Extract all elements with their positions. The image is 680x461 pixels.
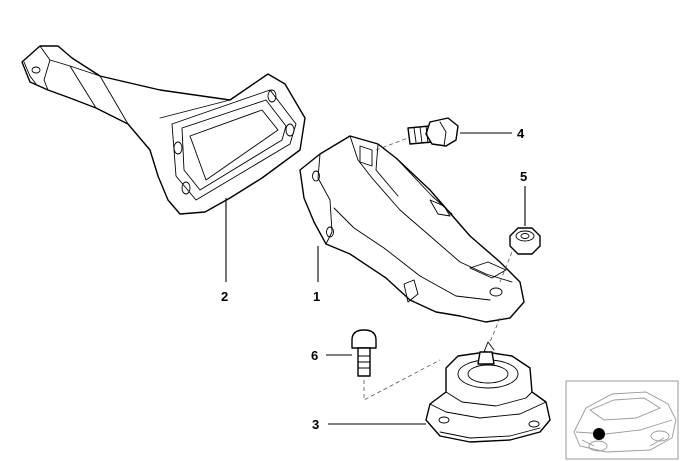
vehicle-location-thumbnail — [565, 380, 679, 460]
car-location-icon — [573, 391, 677, 453]
callout-5: 5 — [520, 169, 527, 184]
callout-4: 4 — [517, 126, 525, 141]
callout-6: 6 — [311, 348, 318, 363]
bolt-part-4 — [407, 117, 459, 147]
engine-location-marker — [593, 428, 605, 440]
assembly-guide-lines — [363, 137, 513, 401]
callout-2: 2 — [221, 289, 228, 304]
callout-1: 1 — [313, 289, 320, 304]
bolt-part-6 — [351, 329, 377, 377]
engine-support-arm — [21, 45, 306, 215]
leader-lines — [225, 132, 526, 425]
nut-part-5 — [509, 227, 541, 255]
engine-mount — [425, 341, 551, 443]
callout-3: 3 — [312, 417, 319, 432]
engine-bracket — [299, 135, 525, 323]
